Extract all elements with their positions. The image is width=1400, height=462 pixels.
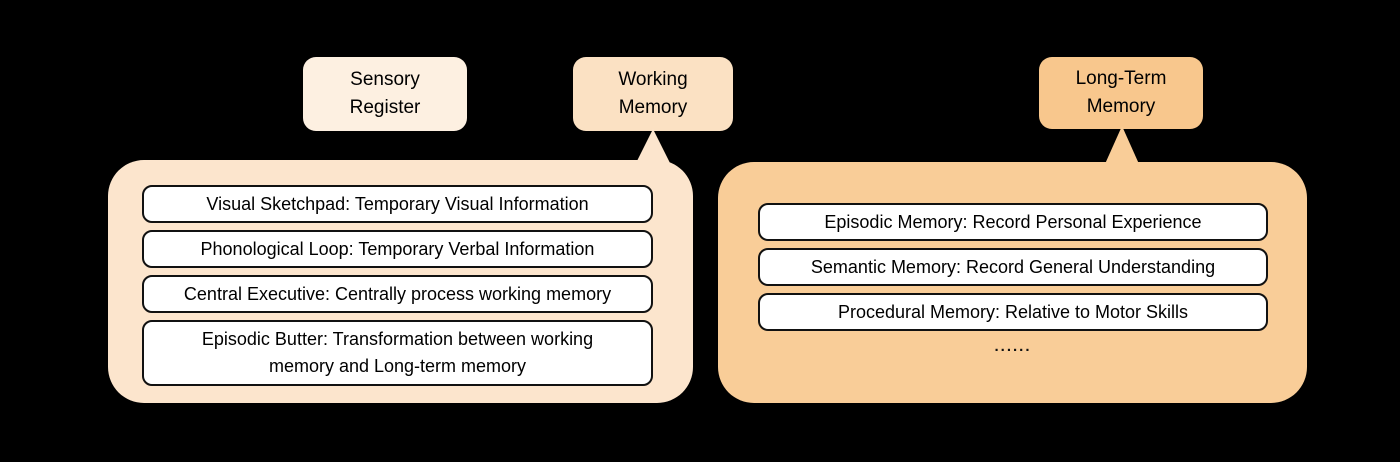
long-term-memory-pointer-triangle xyxy=(1105,126,1139,164)
working-memory-item-central-executive: Central Executive: Centrally process wor… xyxy=(142,275,653,313)
working-memory-item-phonological-loop: Phonological Loop: Temporary Verbal Info… xyxy=(142,230,653,268)
sensory-register-line1: Sensory xyxy=(350,69,420,90)
long-term-memory-line1: Long-Term xyxy=(1075,68,1167,89)
long-term-memory-line2: Memory xyxy=(1086,96,1156,117)
working-memory-label: Working Memory xyxy=(573,57,733,131)
working-memory-line1: Working xyxy=(618,69,688,90)
working-memory-line2: Memory xyxy=(618,97,688,118)
working-memory-item-episodic-buffer-text: Episodic Butter: Transformation between … xyxy=(201,329,594,376)
sensory-register-label: Sensory Register xyxy=(303,57,467,131)
long-term-memory-item-semantic: Semantic Memory: Record General Understa… xyxy=(758,248,1268,286)
working-memory-panel: Visual Sketchpad: Temporary Visual Infor… xyxy=(108,160,693,403)
working-memory-item-episodic-buffer: Episodic Butter: Transformation between … xyxy=(142,320,653,386)
long-term-memory-ellipsis: ...... xyxy=(994,338,1032,355)
long-term-memory-item-episodic: Episodic Memory: Record Personal Experie… xyxy=(758,203,1268,241)
long-term-memory-panel: Episodic Memory: Record Personal Experie… xyxy=(718,162,1307,403)
long-term-memory-label: Long-Term Memory xyxy=(1039,57,1203,129)
long-term-memory-item-procedural: Procedural Memory: Relative to Motor Ski… xyxy=(758,293,1268,331)
working-memory-pointer-triangle xyxy=(636,129,670,163)
working-memory-item-visual-sketchpad: Visual Sketchpad: Temporary Visual Infor… xyxy=(142,185,653,223)
sensory-register-line2: Register xyxy=(349,97,421,118)
